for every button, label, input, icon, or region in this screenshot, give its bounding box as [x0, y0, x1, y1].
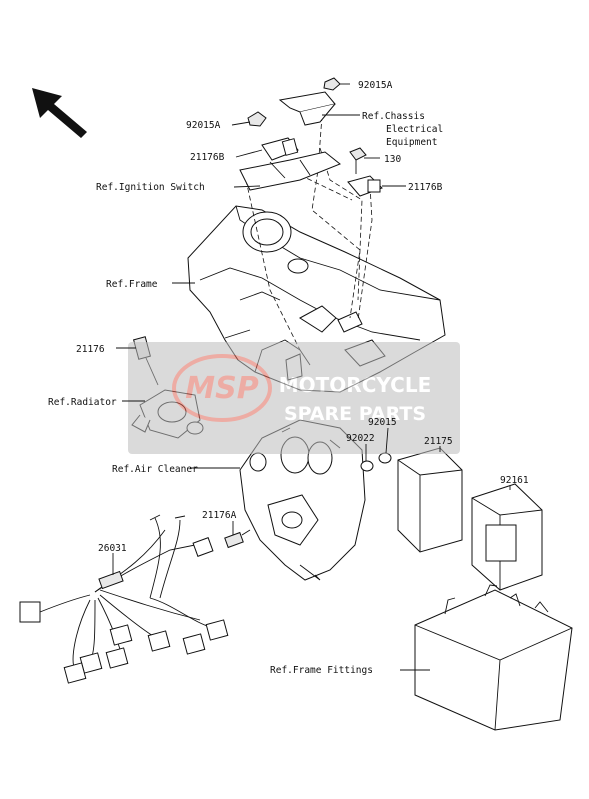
label-26031: 26031 [98, 543, 127, 554]
watermark-logo: MSP [185, 371, 258, 406]
watermark-line1: MOTORCYCLE [279, 373, 431, 397]
watermark: MSP MOTORCYCLE SPARE PARTS [128, 342, 460, 454]
leader-lines [112, 83, 511, 671]
wiring-harness-26031 [19, 514, 229, 684]
label-21176: 21176 [76, 344, 105, 355]
label-ref-ignition-switch: Ref.Ignition Switch [96, 182, 205, 193]
watermark-line2: SPARE PARTS [284, 403, 426, 425]
bolt-130 [349, 147, 367, 174]
washer-92015 [378, 452, 392, 464]
chassis-bracket [239, 77, 341, 191]
frame-fittings-tray [414, 584, 573, 731]
sensor-21176B-right [347, 175, 383, 197]
part-labels: 92015A Ref.Chassis Electrical Equipment … [48, 80, 529, 676]
label-92015A-left: 92015A [186, 120, 221, 131]
label-92022: 92022 [346, 433, 375, 444]
air-cleaner-part [239, 419, 366, 581]
label-21175: 21175 [424, 436, 453, 447]
label-ref-frame-fittings: Ref.Frame Fittings [270, 665, 373, 676]
nut-92015A-left [247, 111, 267, 127]
label-ref-radiator: Ref.Radiator [48, 397, 117, 408]
label-ref-air-cleaner: Ref.Air Cleaner [112, 464, 198, 475]
label-92161: 92161 [500, 475, 529, 486]
label-92015A-top: 92015A [358, 80, 393, 91]
cover-92161 [471, 483, 543, 591]
label-ref-chassis-line2: Electrical [386, 124, 443, 135]
sensor-21176A [224, 529, 251, 549]
direction-arrow-icon [32, 88, 87, 138]
sensor-21176B-left [261, 137, 299, 161]
label-130: 130 [384, 154, 401, 165]
label-ref-frame: Ref.Frame [106, 279, 158, 290]
label-21176B-right: 21176B [408, 182, 443, 193]
washer-92022 [360, 460, 374, 472]
label-92015: 92015 [368, 417, 397, 428]
label-ref-chassis-line1: Ref.Chassis [362, 111, 425, 122]
ecu-21175 [397, 447, 463, 553]
label-21176B-left: 21176B [190, 152, 225, 163]
label-21176A: 21176A [202, 510, 237, 521]
label-ref-chassis-line3: Equipment [386, 137, 437, 148]
